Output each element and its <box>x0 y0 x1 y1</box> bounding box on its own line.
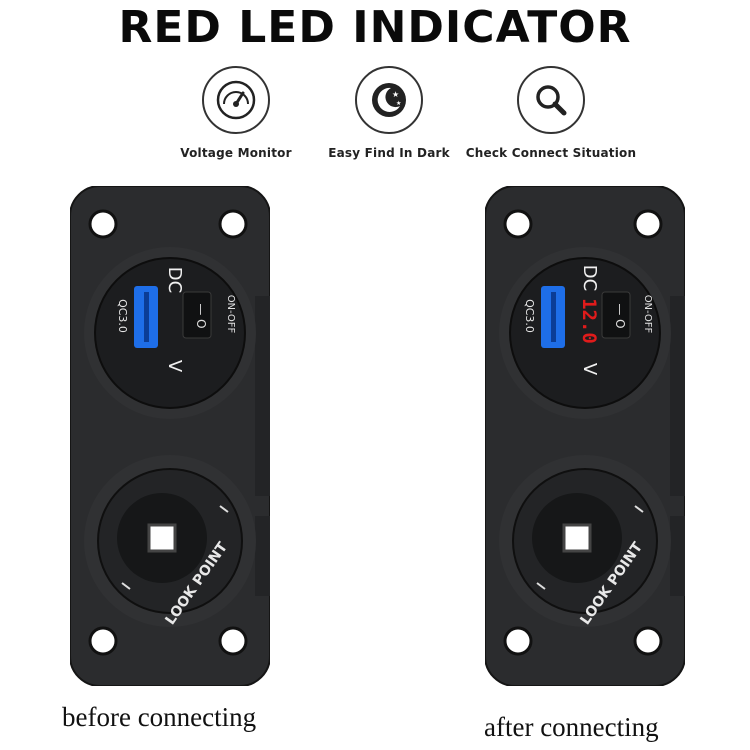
magnifier-icon <box>517 66 585 134</box>
voltage-reading: 12.0 <box>578 298 600 344</box>
panel-before-connecting: QC3.0 DC V — O ON-OFF LOOK POINT <box>69 185 271 691</box>
qc-label: QC3.0 <box>116 299 129 333</box>
volt-unit: V <box>164 360 185 373</box>
feature-label: Voltage Monitor <box>180 146 292 160</box>
svg-text:★: ★ <box>396 100 401 107</box>
moon-icon: ★ ★ <box>355 66 423 134</box>
qc-label: QC3.0 <box>523 299 536 333</box>
feature-check-connect: Check Connect Situation <box>461 66 641 160</box>
feature-label: Check Connect Situation <box>465 146 637 160</box>
onoff-label: ON-OFF <box>225 295 236 334</box>
page-title: RED LED INDICATOR <box>118 2 632 53</box>
switch-marks: — O <box>613 303 627 328</box>
dc-label: DC <box>164 267 185 293</box>
caption-before: before connecting <box>62 702 257 732</box>
feature-easy-find: ★ ★ Easy Find In Dark <box>299 66 479 160</box>
volt-unit: V <box>579 363 600 376</box>
caption-after: after connecting <box>484 712 659 742</box>
feature-voltage-monitor: Voltage Monitor <box>146 66 326 160</box>
feature-label: Easy Find In Dark <box>328 146 450 160</box>
dc-label: DC <box>579 265 600 291</box>
onoff-label: ON-OFF <box>642 295 653 334</box>
svg-text:★: ★ <box>392 90 399 99</box>
switch-marks: — O <box>194 303 208 328</box>
gauge-icon <box>202 66 270 134</box>
panel-after-connecting: QC3.0 DC 12.0 V — O ON-OFF LOOK POINT <box>484 185 686 691</box>
